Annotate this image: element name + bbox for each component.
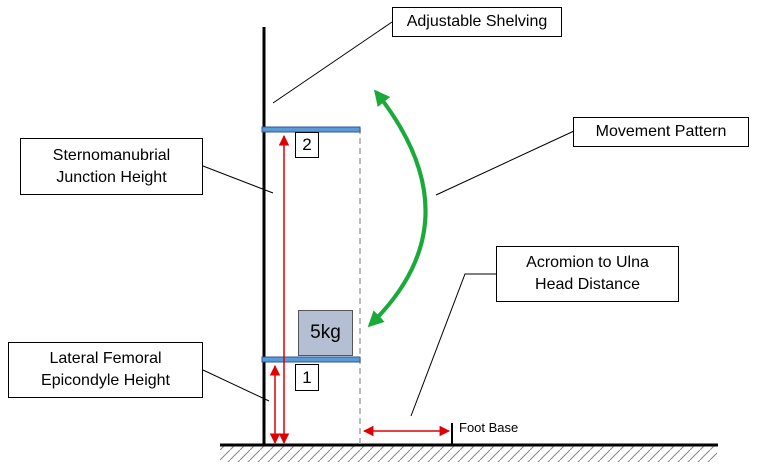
- movement-pattern-text: Movement Pattern: [595, 123, 727, 140]
- movement-arrow: [367, 89, 428, 328]
- sternomanubrial-label: Sternomanubrial Junction Height: [20, 138, 203, 195]
- shelf-number-1-text: 1: [302, 367, 312, 387]
- lateral-femoral-label: Lateral Femoral Epicondyle Height: [8, 342, 203, 398]
- weight-box: 5kg: [298, 310, 353, 356]
- acromion-text-line1: Acromion to Ulna: [526, 254, 649, 271]
- movement-pattern-label: Movement Pattern: [573, 117, 749, 147]
- adjustable-shelving-label: Adjustable Shelving: [392, 7, 562, 37]
- lower-shelf: [261, 356, 361, 363]
- foot-base-text: Foot Base: [459, 420, 519, 435]
- acromion-text-line2: Head Distance: [535, 276, 640, 293]
- lateral-femoral-text-line2: Epicondyle Height: [41, 372, 170, 389]
- movement-pattern-leader: [435, 130, 575, 196]
- foot-base-label: Foot Base: [459, 420, 518, 435]
- shelf-number-2-text: 2: [302, 135, 312, 154]
- sternomanubrial-text-line1: Sternomanubrial: [52, 146, 171, 164]
- shelf-number-1: 1: [295, 364, 319, 391]
- acromion-leader: [410, 273, 496, 417]
- lateral-femoral-text-line1: Lateral Femoral: [49, 350, 162, 367]
- sternomanubrial-text-line2: Junction Height: [56, 168, 167, 186]
- shelf-number-2: 2: [295, 132, 319, 158]
- lateral-femoral-leader: [202, 369, 270, 402]
- sternomanubrial-leader: [202, 165, 274, 194]
- adjustable-shelving-text: Adjustable Shelving: [406, 13, 548, 30]
- weight-text: 5kg: [310, 322, 341, 343]
- ground-hatch: [220, 446, 717, 462]
- adjustable-shelving-leader: [272, 21, 393, 104]
- acromion-label: Acromion to Ulna Head Distance: [496, 246, 679, 302]
